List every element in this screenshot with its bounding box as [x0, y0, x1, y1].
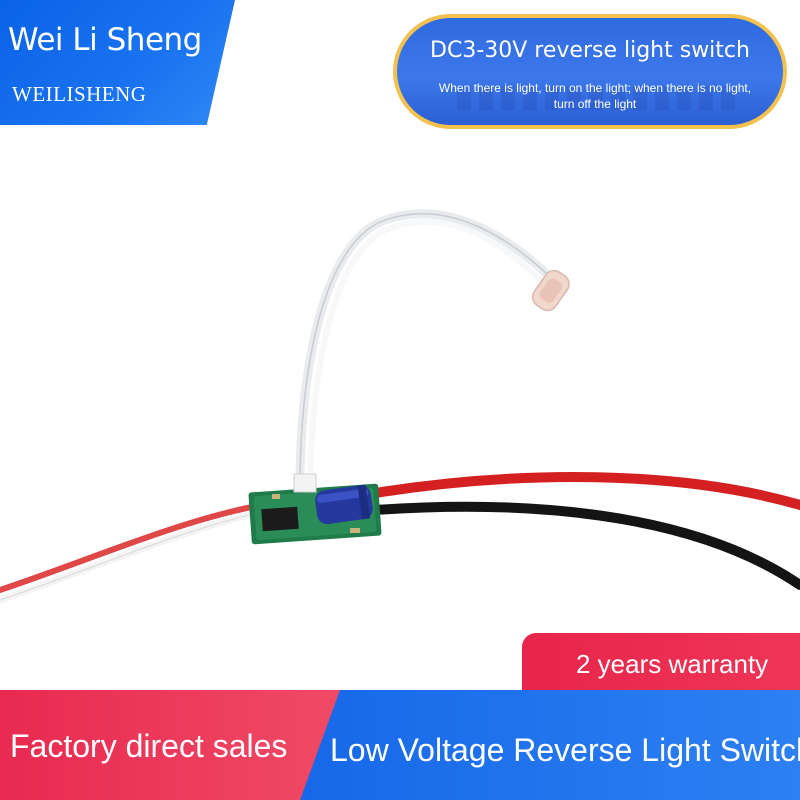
left-red-wire — [0, 502, 265, 593]
brand-banner: Wei Li Sheng WEILISHENG — [0, 0, 235, 125]
product-type-label: Low Voltage Reverse Light Switch — [330, 732, 800, 768]
title-pill: DC3-30V reverse light switch When there … — [393, 14, 787, 129]
product-type-banner: Low Voltage Reverse Light Switch — [300, 690, 800, 800]
photoresistor — [531, 269, 570, 312]
warranty-label: 2 years warranty — [576, 649, 769, 679]
warranty-badge: 2 years warranty — [522, 633, 800, 695]
right-red-wire — [370, 472, 800, 510]
pcb-board — [248, 473, 382, 545]
product-subtitle: When there is light, turn on the light; … — [438, 81, 752, 111]
brand-subname: WEILISHENG — [12, 82, 147, 106]
product-photo — [0, 209, 800, 604]
product-title: DC3-30V reverse light switch — [430, 38, 750, 63]
factory-label: Factory direct sales — [10, 728, 288, 764]
title-watermark — [457, 86, 743, 110]
brand-name: Wei Li Sheng — [8, 22, 202, 58]
factory-banner: Factory direct sales — [0, 690, 340, 800]
right-black-wire — [370, 501, 800, 590]
title-pill-inner: DC3-30V reverse light switch When there … — [397, 18, 783, 125]
